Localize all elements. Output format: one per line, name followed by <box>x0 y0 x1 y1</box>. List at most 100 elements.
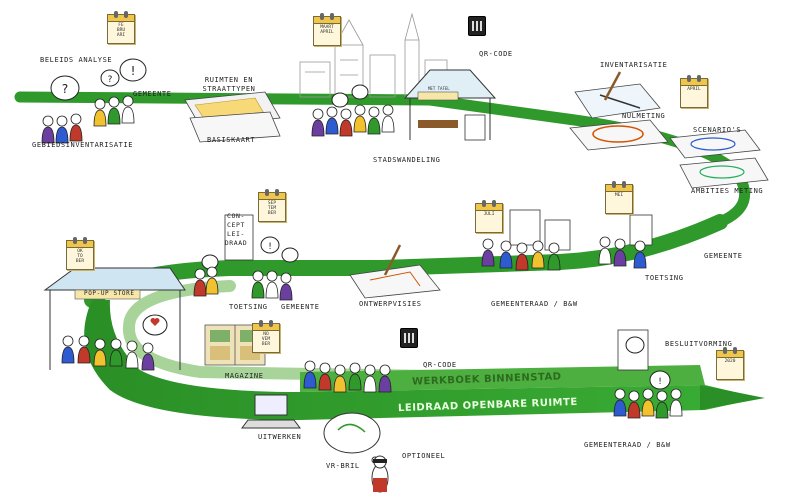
person-head <box>634 240 646 252</box>
person-body <box>205 277 219 295</box>
person-head <box>500 240 512 252</box>
calendar-october: Ok to ber <box>66 237 94 270</box>
label-toetsing-mid: Toetsing <box>229 303 268 311</box>
person-body <box>598 247 612 265</box>
calendar-april: April <box>680 75 708 108</box>
label-qr-code-top: QR-Code <box>479 50 513 58</box>
person-head <box>368 106 380 118</box>
calendar-november: No vem ber <box>252 320 280 353</box>
svg-text:!: ! <box>131 64 136 78</box>
person-body <box>333 375 347 393</box>
person-body <box>381 115 395 133</box>
label-pop-up-store: Pop-up store <box>84 290 135 297</box>
label-optioneel: Optioneel <box>402 452 446 460</box>
person-body <box>77 346 91 364</box>
person-head <box>334 364 346 376</box>
label-gebiedsinventarisatie: Gebiedsinventarisatie <box>32 141 134 149</box>
person-head <box>628 390 640 402</box>
person-body <box>363 375 377 393</box>
label-stadswandeling: Stadswandeling <box>373 156 441 164</box>
label-inventarisatie: Inventarisatie <box>600 61 668 69</box>
person-body <box>318 373 332 391</box>
person-head <box>349 362 361 374</box>
person-head <box>614 388 626 400</box>
label-besluitvorming: Besluitvorming <box>665 340 733 348</box>
person-body <box>515 253 529 271</box>
people-groups <box>41 95 683 419</box>
person-head <box>142 342 154 354</box>
person-head <box>42 115 54 127</box>
svg-text:!: ! <box>268 242 272 252</box>
person-head <box>126 340 138 352</box>
person-head <box>642 388 654 400</box>
person-head <box>206 266 218 278</box>
label-ruimten-straattypen: Ruimten en straattypen <box>202 76 256 93</box>
bubble-glyphs: ? ! ? ! ! <box>62 64 662 387</box>
calendar-march-april: Maart April <box>313 13 341 46</box>
person-head <box>62 335 74 347</box>
label-ambities-meting: Ambities meting <box>691 187 764 195</box>
process-path <box>14 91 765 420</box>
person-head <box>94 98 106 110</box>
person-body <box>109 349 123 367</box>
person-body <box>141 353 155 371</box>
person-body <box>325 117 339 135</box>
person-head <box>656 390 668 402</box>
person-head <box>312 108 324 120</box>
label-uitwerken: Uitwerken <box>258 433 302 441</box>
person-body <box>641 399 655 417</box>
label-ontwerpvisies: Ontwerpvisies <box>359 300 422 308</box>
label-concept-leidraad: Con- cept lei- draad <box>224 212 248 247</box>
flipcharts <box>224 114 653 371</box>
label-nulmeting: Nulmeting <box>622 112 666 120</box>
svg-text:?: ? <box>62 82 68 96</box>
person-body <box>93 109 107 127</box>
person-head <box>78 335 90 347</box>
person-body <box>367 117 381 135</box>
label-gemeente-mid: Gemeente <box>281 303 320 311</box>
calendar-year: 2020 <box>716 347 744 380</box>
person-body <box>613 399 627 417</box>
person-head <box>252 270 264 282</box>
label-gemeente-top: Gemeente <box>133 90 172 98</box>
tent-popup <box>43 267 186 370</box>
label-toetsing-right: Toetsing <box>645 274 684 282</box>
qr-code-icon-bottom <box>400 328 418 348</box>
person-body <box>339 119 353 137</box>
heart-icon <box>150 318 160 326</box>
person-body <box>655 401 669 419</box>
person-body <box>348 373 362 391</box>
calendar-february: Fe bru ari <box>107 11 135 44</box>
person-body <box>353 115 367 133</box>
person-head <box>670 388 682 400</box>
map-sheets <box>184 83 769 299</box>
person-head <box>56 115 68 127</box>
label-scenarios: Scenario's <box>693 126 742 134</box>
person-head <box>319 362 331 374</box>
person-body <box>41 126 55 144</box>
pencil-icon <box>603 71 622 101</box>
person-head <box>382 104 394 116</box>
person-body <box>303 371 317 389</box>
label-basiskaart: Basiskaart <box>207 136 256 144</box>
qr-code-icon-top <box>468 16 486 36</box>
person-body <box>265 281 279 299</box>
person-body <box>251 281 265 299</box>
person-head <box>110 338 122 350</box>
person-head <box>340 108 352 120</box>
person-head <box>194 268 206 280</box>
person-head <box>599 236 611 248</box>
svg-text:!: ! <box>658 377 662 387</box>
person-body <box>107 107 121 125</box>
person-head <box>70 113 82 125</box>
person-head <box>108 96 120 108</box>
label-qr-code-bottom: QR-Code <box>423 361 457 369</box>
person-body <box>378 375 392 393</box>
label-beleidsanalyse: Beleids analyse <box>40 56 113 64</box>
label-mini-screen: Met tafel <box>428 86 450 91</box>
person-body <box>61 346 75 364</box>
person-body <box>627 401 641 419</box>
person-body <box>499 251 513 269</box>
